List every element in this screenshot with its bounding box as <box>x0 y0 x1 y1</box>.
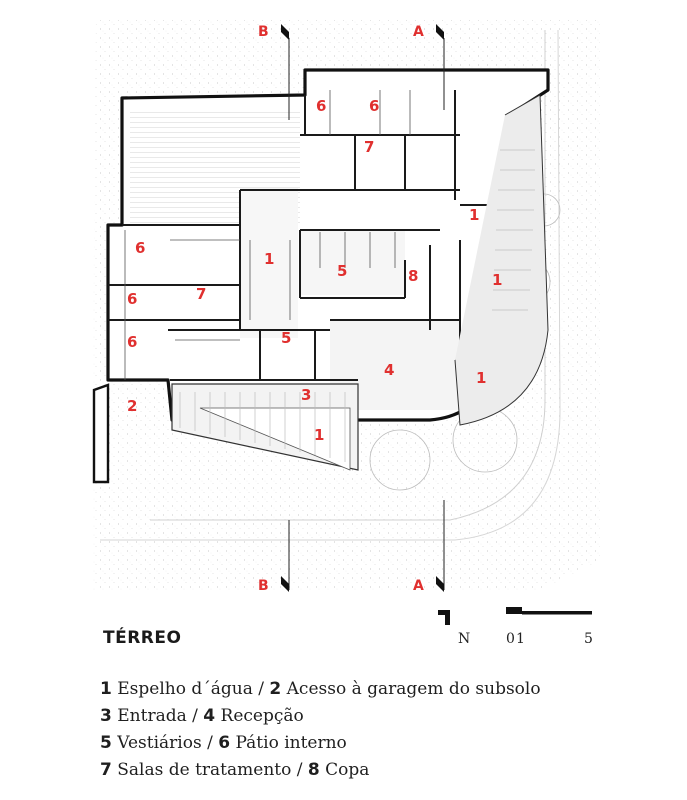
room-label-3: 3 <box>301 386 311 404</box>
room-label-7: 7 <box>196 285 206 303</box>
scale-tick-1: 1 <box>516 631 525 647</box>
plan-title: TÉRREO <box>103 628 182 648</box>
room-label-1: 1 <box>314 426 324 444</box>
room-label-7: 7 <box>364 138 374 156</box>
section-marker-a-top: A <box>413 24 424 40</box>
section-lines <box>288 38 445 590</box>
scale-tick-0: 0 <box>506 631 515 647</box>
room-label-6: 6 <box>135 239 145 257</box>
legend-item: 1 Espelho d´água / 2 Acesso à garagem do… <box>100 679 541 699</box>
room-label-5: 5 <box>337 262 347 280</box>
legend-item: 3 Entrada / 4 Recepção <box>100 706 304 726</box>
section-marker-a-bottom: A <box>413 578 424 594</box>
room-label-1: 1 <box>492 271 502 289</box>
room-label-4: 4 <box>384 361 394 379</box>
legend-item: 5 Vestiários / 6 Pátio interno <box>100 733 347 753</box>
legend-item: 7 Salas de tratamento / 8 Copa <box>100 760 370 780</box>
north-arrow-icon <box>438 610 450 625</box>
scale-tick-5: 5 <box>584 631 593 647</box>
thin-partitions <box>124 90 411 380</box>
room-label-6: 6 <box>369 97 379 115</box>
room-label-8: 8 <box>408 267 418 285</box>
room-label-6: 6 <box>316 97 326 115</box>
room-label-1: 1 <box>469 206 479 224</box>
room-label-6: 6 <box>127 333 137 351</box>
room-label-1: 1 <box>264 250 274 268</box>
room-label-1: 1 <box>476 369 486 387</box>
north-label: N <box>458 631 470 647</box>
room-label-6: 6 <box>127 290 137 308</box>
floor-plan: B A B A 6 6 7 1 6 1 5 8 1 6 7 5 6 4 1 3 … <box>92 20 600 647</box>
legend: 1 Espelho d´água / 2 Acesso à garagem do… <box>100 676 541 784</box>
room-label-2: 2 <box>127 397 137 415</box>
room-label-5: 5 <box>281 329 291 347</box>
scale-bar <box>506 607 592 615</box>
ramp-and-stairs <box>92 94 549 484</box>
section-arrowheads <box>281 24 444 592</box>
section-marker-b-top: B <box>258 24 269 40</box>
section-marker-b-bottom: B <box>258 578 269 594</box>
